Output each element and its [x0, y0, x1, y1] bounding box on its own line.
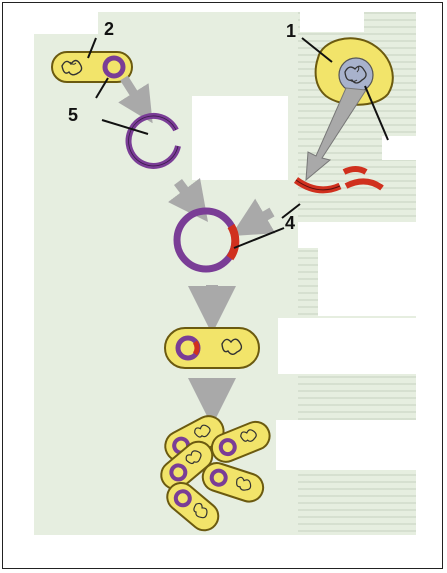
extraction-arrow: [305, 87, 367, 182]
label-leader-lines: [87, 37, 389, 249]
blank-label-host-cell: [278, 318, 416, 374]
arrow-plasmid-isolation: [118, 75, 153, 124]
blank-label-dna: [298, 222, 416, 248]
cloned-cells: [160, 415, 271, 532]
arrow-insert: [230, 198, 276, 237]
dna-fragments: [293, 166, 384, 194]
label-4: 4: [285, 213, 296, 233]
label-2: 2: [104, 19, 115, 39]
blank-label-top-right: [300, 12, 364, 32]
bacterium-cell: [51, 51, 133, 83]
blank-label-plasmid: [192, 96, 288, 180]
label-1: 1: [286, 21, 297, 41]
blank-label-recombinant: [318, 246, 416, 316]
recombinant-plasmid: [173, 207, 240, 273]
donor-cell: [314, 37, 394, 106]
blank-label-top-left: [34, 12, 98, 34]
plasmid-open: [125, 112, 181, 169]
label-5: 5: [68, 105, 79, 125]
blank-label-clones: [276, 420, 416, 470]
transformed-cell: [164, 327, 260, 369]
arrow-to-recombinant: [168, 178, 208, 222]
